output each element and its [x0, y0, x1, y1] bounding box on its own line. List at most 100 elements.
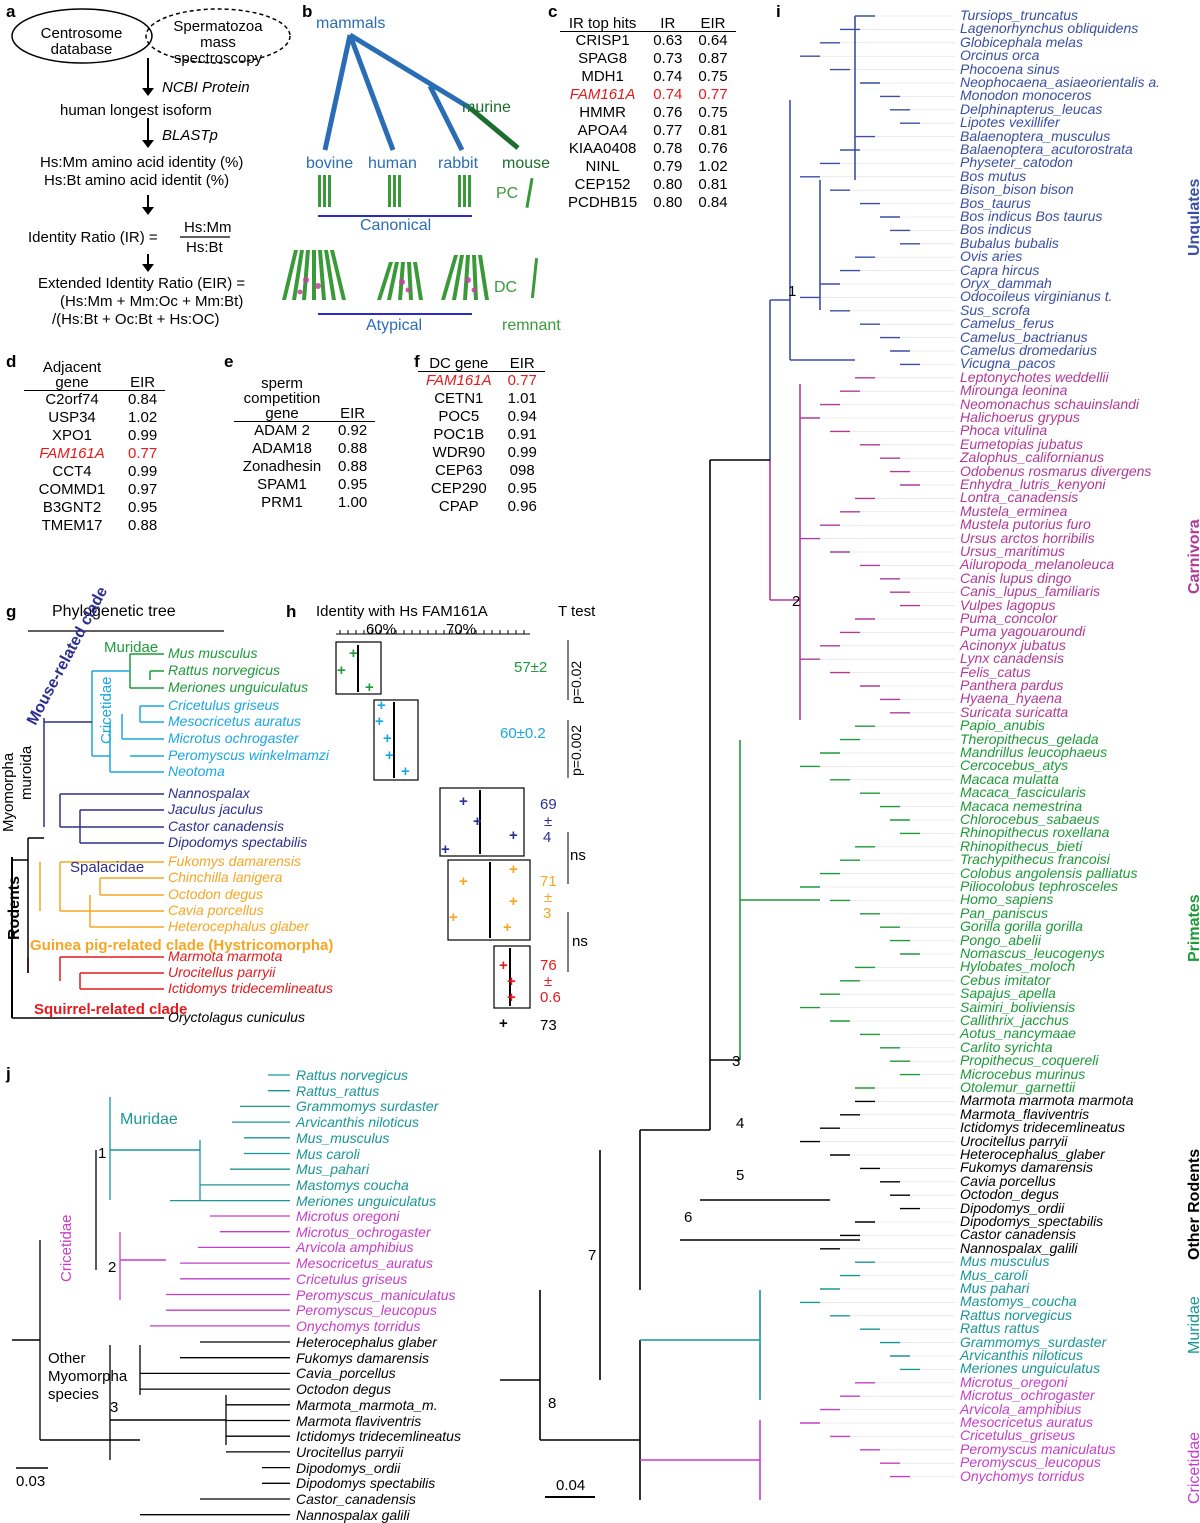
i-species: Vicugna_pacos	[960, 355, 1056, 372]
table-cell: 0.80	[653, 194, 683, 211]
j-species: Mastomys coucha	[296, 1176, 409, 1193]
j-species: Octodon degus	[296, 1381, 391, 1398]
j-species: Marmota flaviventris	[296, 1412, 422, 1429]
j-species: Peromyscus_leucopus	[296, 1302, 437, 1319]
i-species: Trachypithecus francoisi	[960, 851, 1110, 868]
panel-h-label: h	[286, 602, 297, 621]
i-species: Neomonachus schauinslandi	[960, 395, 1139, 412]
table-cell: TMEM17	[41, 517, 103, 534]
table-cell: CETN1	[434, 390, 484, 407]
i-species: Macaca nemestrina	[960, 797, 1083, 814]
table-cell: CEP290	[430, 480, 487, 497]
i-species: Homo_sapiens	[960, 891, 1054, 908]
table-cell: 1.02	[128, 409, 158, 426]
i-species: Bison_bison bison	[960, 181, 1074, 198]
j-species: Heterocephalus glaber	[296, 1334, 437, 1350]
i-species: Odobenus rosmarus divergens	[960, 462, 1152, 479]
table-cell: 0.88	[128, 517, 158, 534]
j-node-label: 1	[98, 1145, 107, 1162]
i-species: Canis_lupus_familiaris	[960, 583, 1101, 600]
ttest-title-1: T test	[558, 603, 596, 620]
data-point: +	[499, 957, 508, 974]
j-node-label: 3	[110, 1399, 119, 1416]
i-species: Lynx canadensis	[960, 650, 1065, 667]
i-species: Bos indicus Bos taurus	[960, 208, 1103, 224]
ttest-label: 0.6	[540, 989, 561, 1006]
table-cell: NINL	[585, 158, 620, 175]
data-point: +	[375, 713, 384, 730]
i-species: Camelus_ferus	[960, 315, 1055, 332]
table-cell: 0.91	[507, 426, 537, 443]
table-cell: PRM1	[261, 494, 303, 511]
table-cell: Zonadhesin	[242, 458, 322, 475]
table-header: Adjacent gene	[24, 360, 120, 391]
j-species: Grammomys surdaster	[296, 1098, 439, 1115]
g-species: Cavia porcellus	[168, 902, 264, 918]
data-point: +	[459, 793, 468, 810]
g-species: Mesocricetus auratus	[168, 713, 302, 729]
i-species: Theropithecus_gelada	[960, 730, 1099, 747]
table-cell: B3GNT2	[42, 499, 102, 516]
data-point: +	[459, 873, 468, 890]
i-species: Otolemur_garnettii	[960, 1079, 1076, 1095]
i-species: Odocoileus virginianus t.	[960, 288, 1113, 305]
g-species: Octodon degus	[168, 886, 263, 902]
j-species: Marmota_marmota_m.	[296, 1396, 438, 1413]
spalacidae-label: Spalacidae	[70, 859, 145, 876]
j-species: Arvicanthis niloticus	[296, 1114, 419, 1131]
squirrel-clade-label: Squirrel-related clade	[34, 1001, 188, 1018]
human-isoform: human longest isoform	[60, 102, 212, 119]
i-species: Ursus arctos horribilis	[960, 529, 1095, 546]
blastp-step: BLASTp	[162, 127, 218, 144]
ttest-label: 76	[540, 957, 557, 974]
node-label: 4	[736, 1115, 745, 1132]
j-species: Dipodomys_ordii	[296, 1459, 401, 1476]
j-other-label: Other Myomorpha species	[48, 1350, 128, 1403]
i-species: Suricata suricatta	[960, 703, 1069, 720]
ttest-label: ±	[544, 889, 553, 906]
ttest-label: 69	[540, 796, 557, 813]
i-species: Monodon monoceros	[960, 87, 1092, 104]
table-cell: 0.95	[338, 476, 368, 493]
i-species: Phoca vitulina	[960, 422, 1048, 439]
i-species: Leptonychotes weddellii	[960, 368, 1109, 385]
table-cell: COMMD1	[38, 481, 106, 498]
scale-j: 0.03	[16, 1473, 46, 1490]
muridae-clade-label: Muridae	[104, 639, 159, 656]
data-point: +	[349, 645, 358, 662]
i-species: Bos_taurus	[960, 194, 1031, 211]
i-species: Macaca mulatta	[960, 770, 1059, 787]
i-species: Castor canadensis	[960, 1226, 1076, 1243]
panel-b-label: b	[302, 2, 313, 21]
table-cell: 0.95	[507, 480, 537, 497]
g-species: Urocitellus parryii	[168, 964, 276, 980]
data-point: +	[449, 909, 458, 926]
i-species: Arvicanthis niloticus	[960, 1347, 1083, 1363]
i-species: Bos mutus	[960, 167, 1027, 184]
table-cell: PCDHB15	[568, 194, 638, 211]
ttest-label: ±	[544, 973, 553, 990]
table-cell: CPAP	[438, 498, 479, 515]
i-species: Vulpes lagopus	[960, 596, 1056, 613]
table-cell: 0.77	[507, 372, 537, 389]
table-cell: WDR90	[432, 444, 486, 461]
table-header: EIR	[690, 16, 736, 32]
i-species: Mustela putorius furo	[960, 516, 1091, 533]
table-cell: 0.74	[653, 68, 683, 85]
i-species: Hyaena_hyaena	[960, 690, 1062, 707]
i-species: Camelus dromedarius	[960, 342, 1097, 358]
i-species: Dipodomys_ordii	[960, 1199, 1065, 1216]
data-point: +	[503, 919, 512, 936]
j-species: Cavia_porcellus	[296, 1365, 396, 1382]
g-species: Fukomys damarensis	[168, 853, 302, 869]
g-species: Microtus ochrogaster	[168, 730, 299, 746]
data-point: +	[509, 827, 518, 844]
